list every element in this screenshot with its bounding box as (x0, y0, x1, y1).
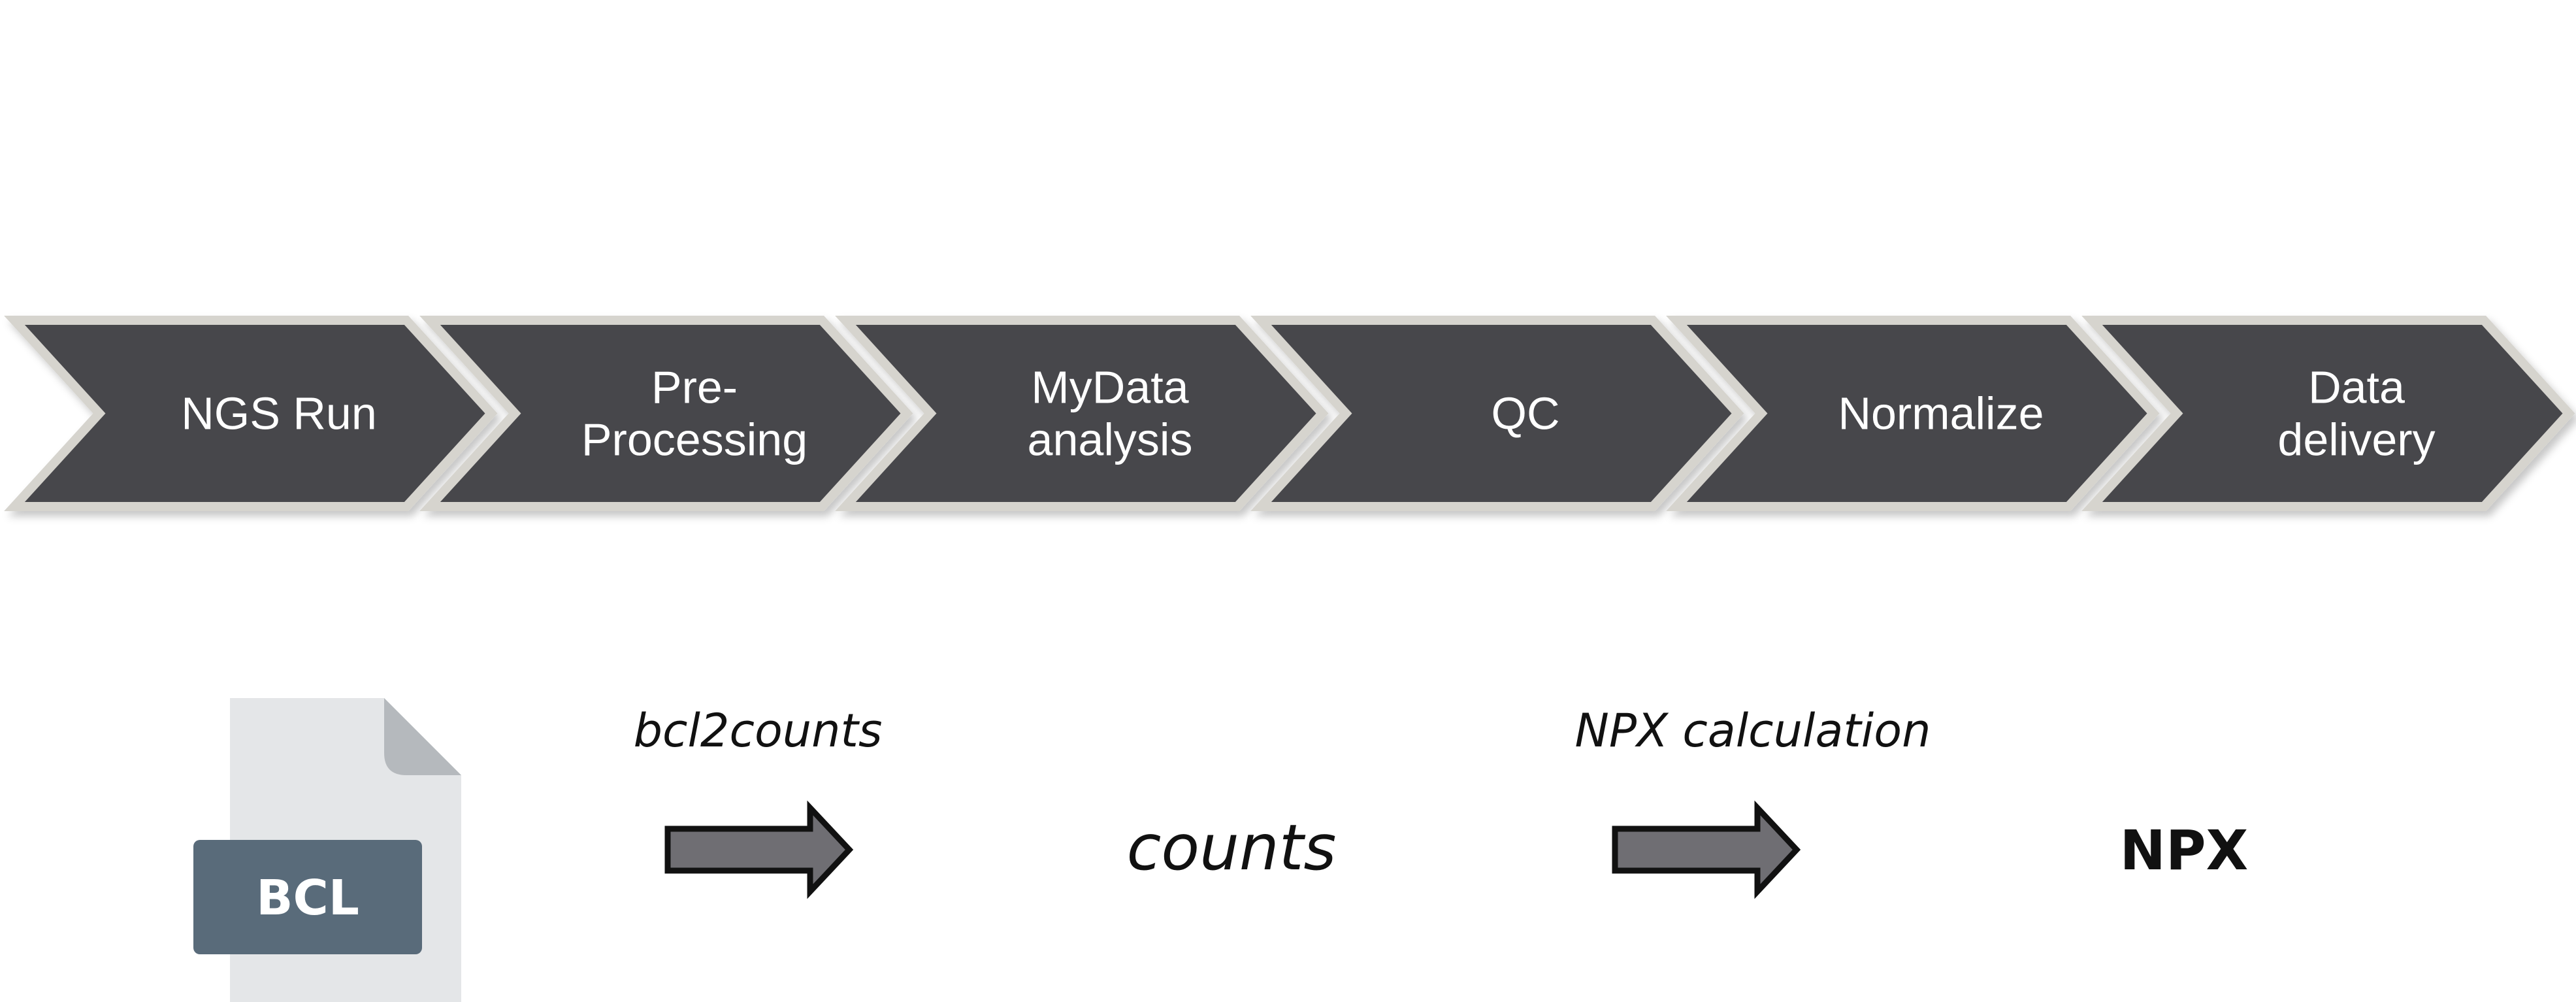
pipeline-step-4: QC (1250, 316, 1744, 511)
step-label: Processing (581, 414, 807, 465)
npx-label: NPX (2120, 818, 2249, 882)
chevron-shape (1250, 316, 1744, 511)
step-label: analysis (1028, 414, 1193, 465)
pipeline-step-2: Pre-Processing (419, 316, 913, 511)
right-arrow-icon (664, 800, 854, 899)
file-label: BCL (256, 870, 359, 926)
step-label: delivery (2277, 414, 2435, 465)
file-badge (193, 840, 422, 954)
step-label: Data (2308, 362, 2405, 413)
step-label: Normalize (1838, 388, 2044, 439)
step-label: NGS Run (181, 388, 377, 439)
chevron-shape (1666, 316, 2160, 511)
chevron-shape (2081, 316, 2575, 511)
file-fold (384, 698, 461, 775)
step-label: Pre- (651, 362, 738, 413)
step-label: QC (1492, 388, 1560, 439)
pipeline-step-1: NGS Run (4, 316, 498, 511)
step2-caption: NPX calculation (1575, 704, 1931, 758)
pipeline-step-5: Normalize (1666, 316, 2160, 511)
step1-caption: bcl2counts (634, 704, 883, 758)
right-arrow-icon (1612, 800, 1801, 899)
counts-label: counts (1127, 811, 1337, 884)
chevron-shape (419, 316, 913, 511)
document-icon: BCL (193, 698, 461, 1002)
step-label: MyData (1031, 362, 1188, 413)
chevron-shape (835, 316, 1329, 511)
chevron-shape (4, 316, 498, 511)
